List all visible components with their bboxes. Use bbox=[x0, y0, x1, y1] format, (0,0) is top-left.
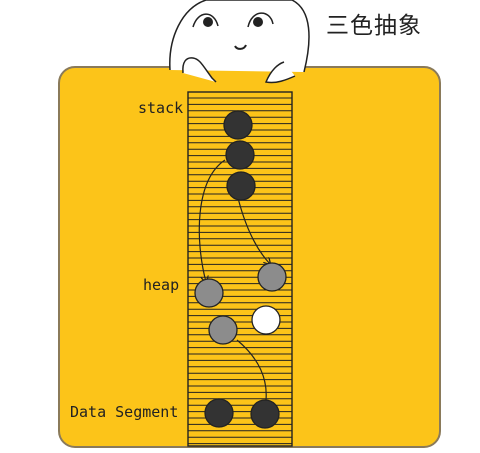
heap-object-white bbox=[251, 305, 281, 335]
title: 三色抽象 bbox=[326, 13, 422, 39]
data-segment-label: Data Segment bbox=[70, 403, 178, 421]
data-segment-object-black bbox=[250, 399, 280, 429]
heap-label: heap bbox=[143, 276, 179, 294]
heap-object-gray bbox=[194, 278, 224, 308]
stack-object-black bbox=[223, 110, 253, 140]
cartoon-character bbox=[169, 0, 310, 84]
arrow-stack-to-heap-right bbox=[237, 197, 270, 264]
stack-object-black bbox=[225, 140, 255, 170]
arrow-stack-to-heap-left bbox=[198, 159, 226, 282]
objects bbox=[194, 110, 287, 429]
heap-object-gray bbox=[257, 262, 287, 292]
arrow-heap-to-data-segment bbox=[236, 339, 267, 401]
reference-arrows bbox=[198, 159, 270, 401]
stack-label: stack bbox=[138, 99, 183, 117]
data-segment-object-black bbox=[204, 398, 234, 428]
stack-object-black bbox=[226, 171, 256, 201]
heap-object-gray bbox=[208, 315, 238, 345]
